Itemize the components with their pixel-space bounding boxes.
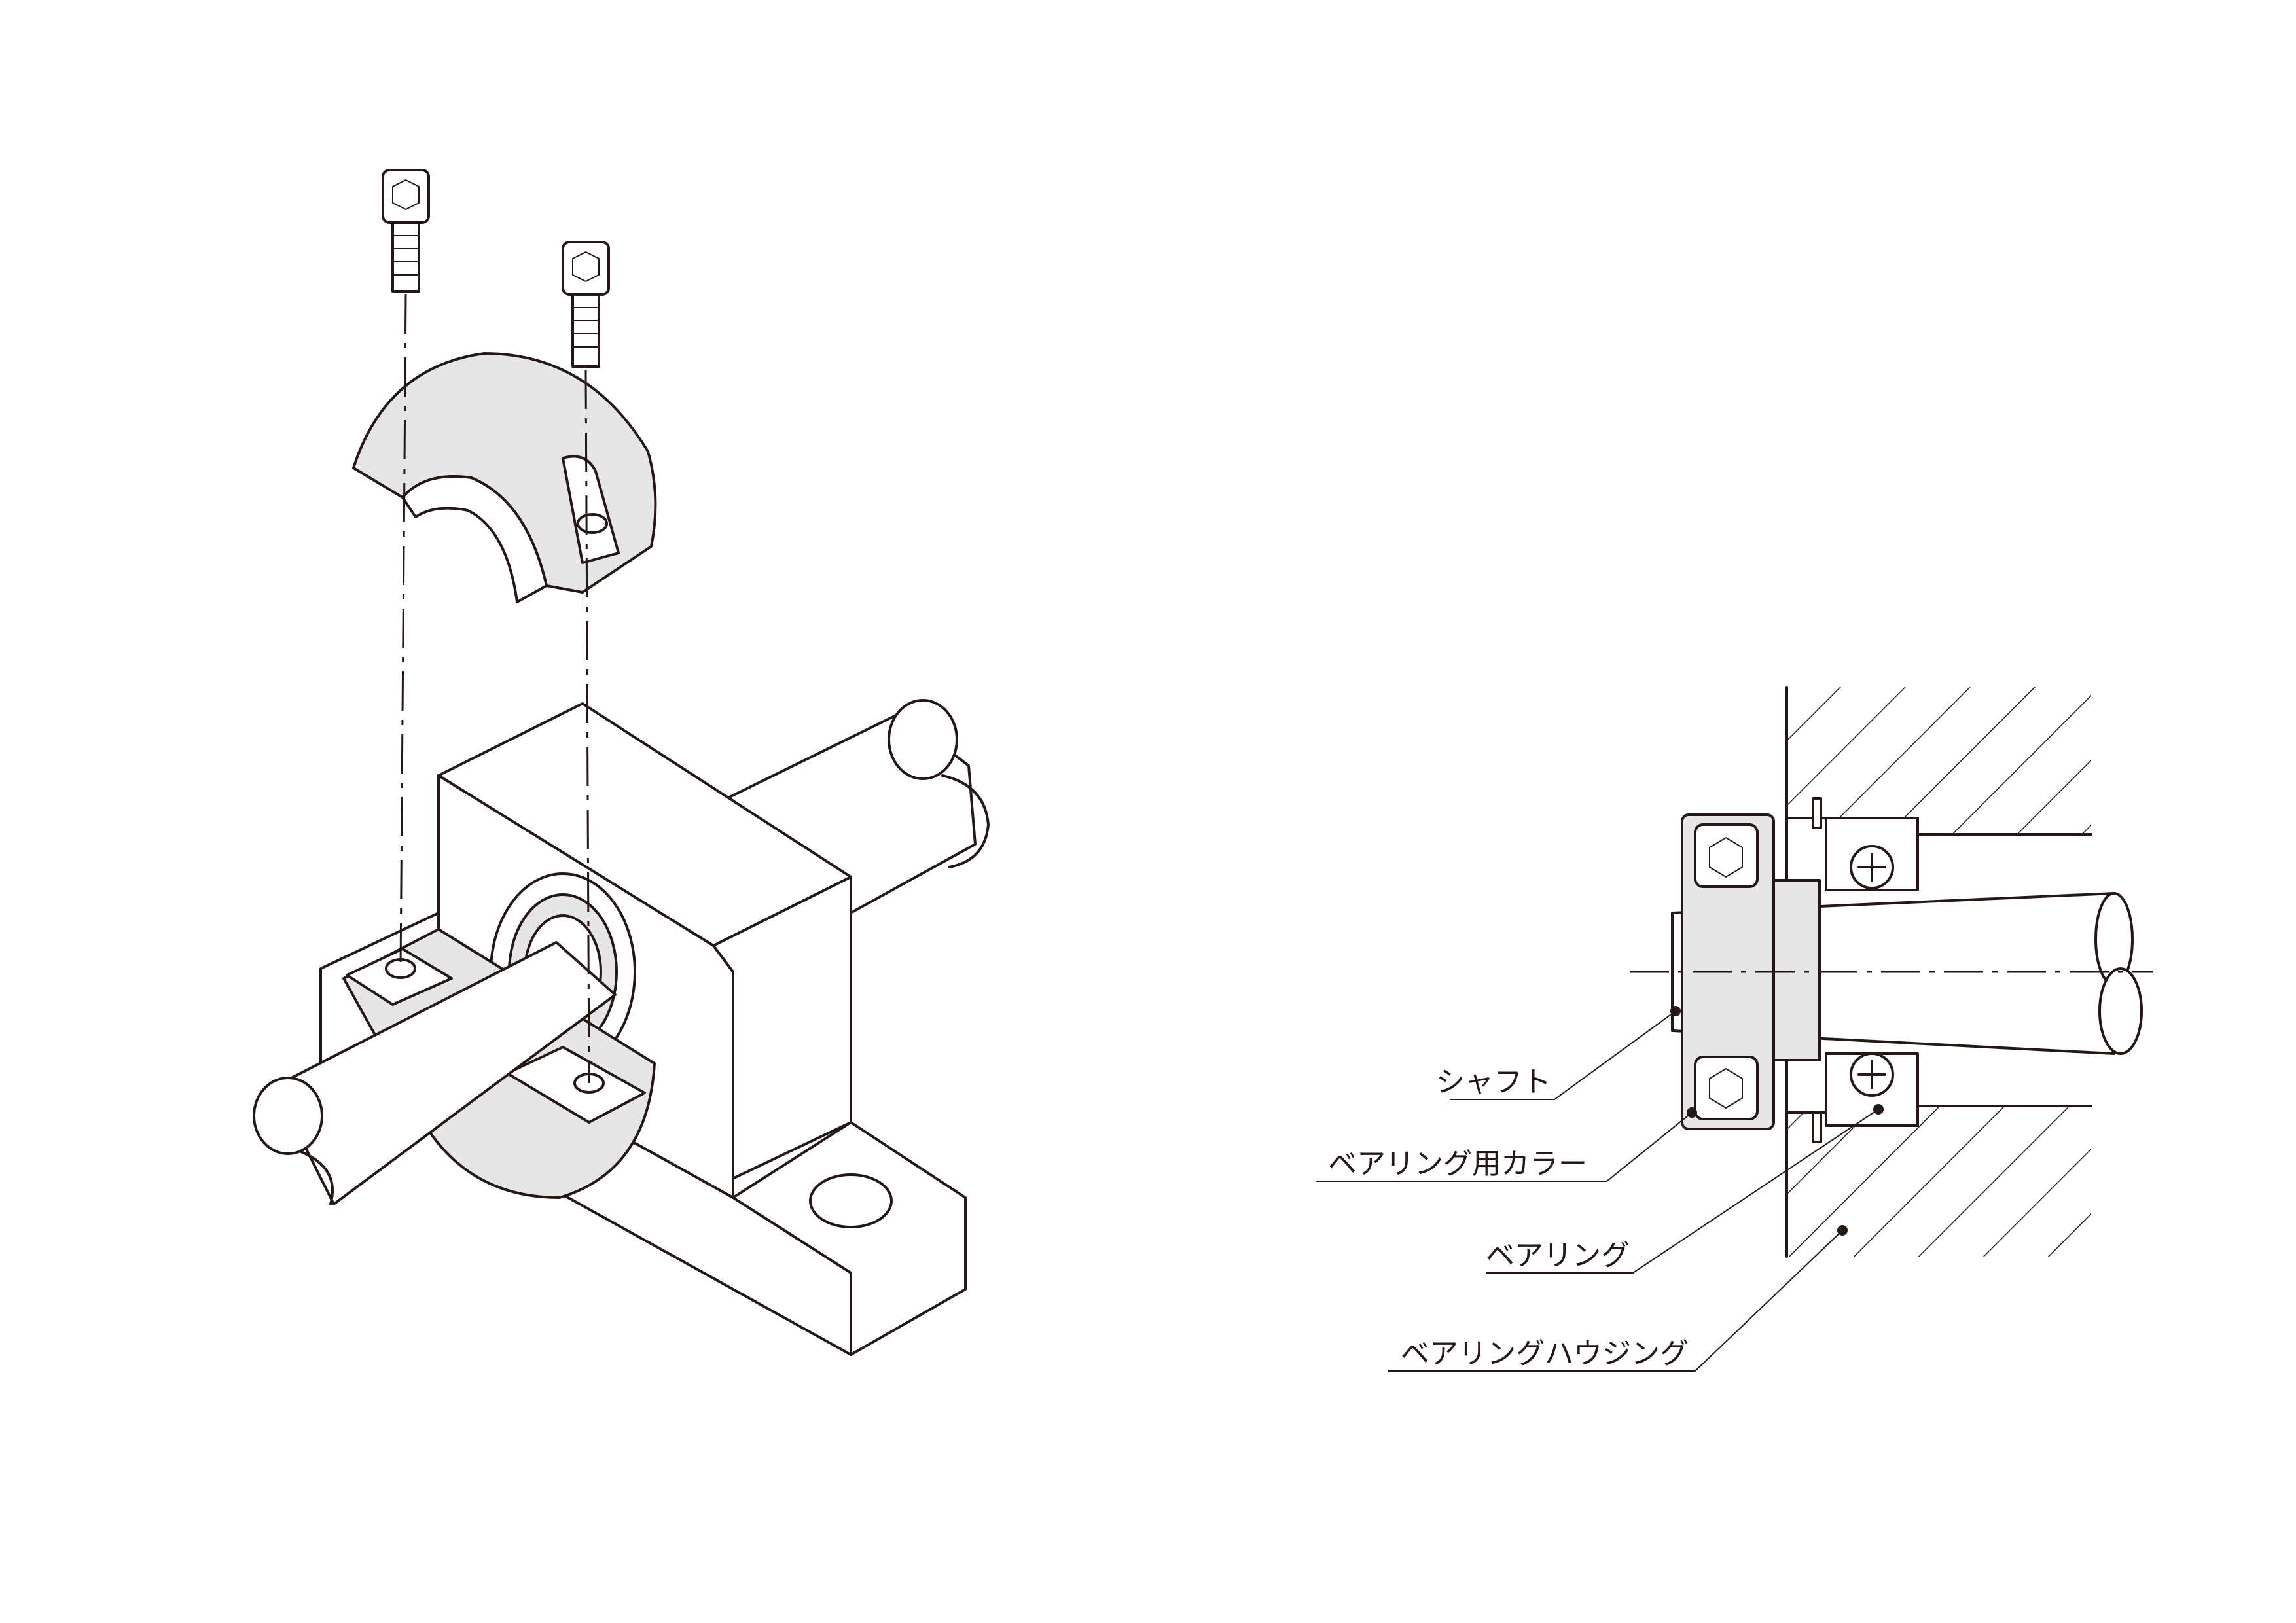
housing-section [1785,686,2092,1258]
shaft-front-end [253,941,617,1205]
assembly-line-left [399,294,407,969]
assembly-line-right [584,369,590,1084]
label-bearing: ベアリング [1486,1239,1630,1272]
cap-screw-left [382,169,430,293]
label-bearing-collar: ベアリング用カラー [1328,1147,1587,1181]
label-bearing-housing: ベアリングハウジング [1401,1337,1689,1370]
collar-upper-half [352,352,657,603]
cap-screw-right [562,241,610,368]
isometric-exploded-view [253,169,990,1356]
label-shaft: シャフト [1436,1065,1551,1099]
section-view: シャフト ベアリング用カラー ベアリング ベアリングハウジング [1316,686,2153,1372]
leader-lines [1316,1006,1884,1372]
